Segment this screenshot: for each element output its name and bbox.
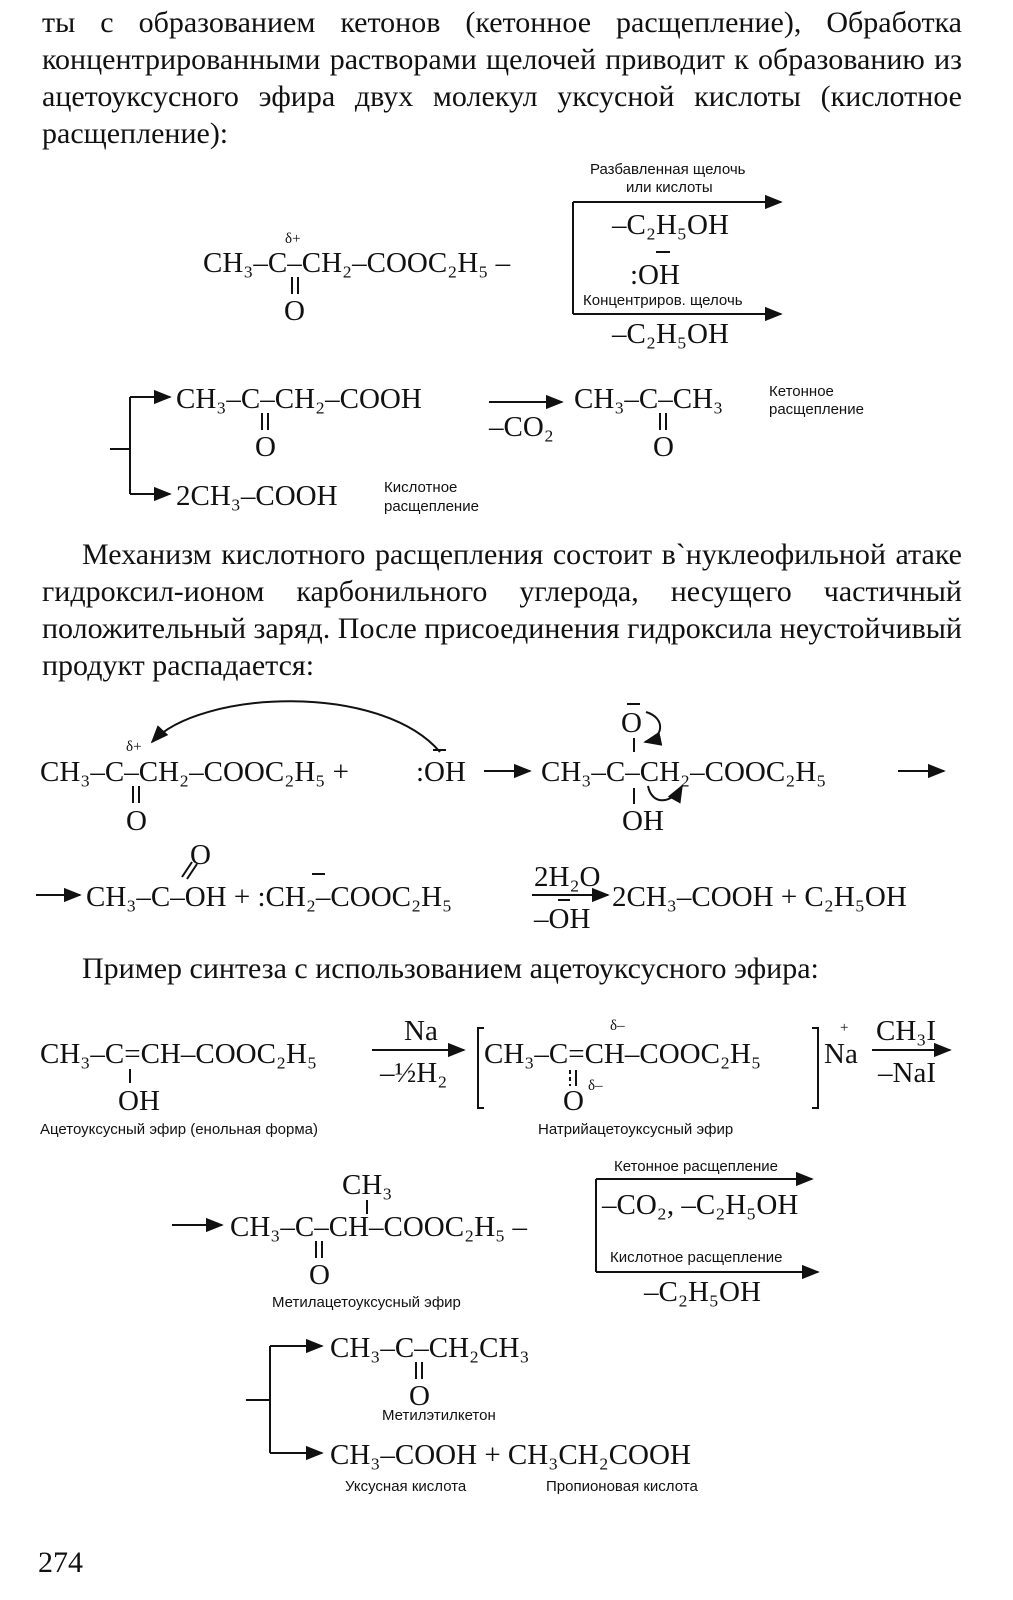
- two-acetic-acid: 2CH₃–COOH: [176, 480, 338, 512]
- methyl-substituent: CH₃: [342, 1169, 392, 1201]
- propionic-acid-caption: Пропионовая кислота: [546, 1478, 698, 1495]
- minus-sodium-iodide: –NaI: [877, 1057, 936, 1089]
- delta-minus-bottom: δ–: [588, 1078, 603, 1094]
- delta-plus-mech: δ+: [126, 739, 142, 755]
- scheme-cleavage: δ+ CH₃–C–CH₂–COOC₂H₅ – O Разбавленная ще…: [110, 161, 864, 515]
- acid-cleavage-label-2: расщепление: [384, 498, 479, 515]
- ketone-label: Кетонное: [769, 383, 834, 400]
- paragraph-intro: ты с образованием кетонов (кетонное расщ…: [42, 6, 962, 150]
- minus-co2: –CO₂: [488, 411, 554, 443]
- ester-formula: CH₃–C–CH₂–COOC₂H₅ –: [203, 247, 511, 279]
- mech-hydroxide: :OH: [416, 756, 466, 788]
- sodium-salt-formula: CH₃–C=CH–COOC₂H₅: [484, 1038, 761, 1070]
- hydroxide-formula: :OH: [630, 259, 680, 291]
- acid-double-2: [186, 863, 198, 880]
- paragraph-mechanism: Механизм кислотного расщепления состоит …: [42, 536, 962, 684]
- enol-caption: Ацетоуксусный эфир (енольная форма): [40, 1121, 318, 1138]
- methyl-ester-caption: Метилацетоуксусный эфир: [272, 1294, 461, 1311]
- ethanol-loss: –C₂H₅OH: [643, 1276, 761, 1308]
- mech-products-left: CH₃–C–OH + :CH₂–COOC₂H₅: [86, 881, 452, 913]
- paragraph-synthesis: Пример синтеза с использованием ацетоукс…: [42, 950, 962, 987]
- sodium-reagent: Na: [404, 1015, 438, 1047]
- int-oxide: O: [621, 707, 642, 739]
- paragraph-synthesis-text: Пример синтеза с использованием ацетоукс…: [82, 952, 819, 985]
- conc-label: Концентриров. щелочь: [583, 292, 743, 309]
- enol-formula: CH₃–C=CH–COOC₂H₅: [40, 1038, 317, 1070]
- acetic-acid-caption: Уксусная кислота: [345, 1478, 467, 1495]
- acetone-oxygen: O: [653, 431, 674, 463]
- ketone-label-2: расщепление: [769, 401, 864, 418]
- scheme-mechanism: δ+ CH₃–C–CH₂–COOC₂H₅ + O :OH O CH₃–C–CH₂…: [36, 700, 946, 935]
- delta-plus-label: δ+: [285, 231, 301, 247]
- right-square-bracket: [812, 1027, 819, 1109]
- methyl-oxygen: O: [309, 1259, 330, 1291]
- int-hydroxyl: OH: [622, 805, 664, 837]
- acetone-formula: CH₃–C–CH₃: [574, 383, 723, 415]
- co2-ethanol-loss: –CO₂, –C₂H₅OH: [601, 1189, 798, 1221]
- carbonyl-oxygen: O: [284, 295, 305, 327]
- acid-double-1: [181, 861, 193, 878]
- delta-minus-top: δ–: [610, 1018, 625, 1034]
- acid-oxo: O: [190, 839, 211, 871]
- product-bracket: [110, 396, 150, 495]
- acids-label: или кислоты: [626, 179, 713, 196]
- dilute-label: Разбавленная щелочь: [590, 161, 746, 178]
- acetoacetic-acid: CH₃–C–CH₂–COOH: [176, 383, 422, 415]
- mech-ester: CH₃–C–CH₂–COOC₂H₅ +: [40, 756, 349, 788]
- int-formula: CH₃–C–CH₂–COOC₂H₅: [541, 756, 826, 788]
- water-reagent: 2H₂O: [534, 861, 601, 893]
- left-square-bracket: [477, 1027, 484, 1109]
- enol-hydroxyl: OH: [118, 1085, 160, 1117]
- methyl-iodide: CH₃I: [876, 1015, 936, 1047]
- mech-oxygen: O: [126, 805, 147, 837]
- final-products: CH₃–COOH + CH₃CH₂COOH: [330, 1439, 691, 1471]
- final-bracket: [246, 1345, 292, 1454]
- minus-hydroxide: –OH: [533, 903, 590, 935]
- scheme-synthesis: CH₃–C=CH–COOC₂H₅ OH Ацетоуксусный эфир (…: [40, 1015, 952, 1495]
- int-electron-arrow: [643, 711, 663, 746]
- ketone-cleavage-label: Кетонное расщепление: [614, 1158, 778, 1175]
- mech-products-right: 2CH₃–COOH + C₂H₅OH: [612, 881, 907, 913]
- mek-caption: Метилэтилкетон: [382, 1407, 496, 1424]
- paragraph-mechanism-text: Механизм кислотного расщепления состоит …: [42, 538, 962, 682]
- sodium-cation: Na: [824, 1038, 858, 1070]
- salt-oxygen: O: [563, 1085, 584, 1117]
- acid-cleavage-label: Кислотное: [384, 479, 457, 496]
- attack-curved-arrow: [150, 700, 441, 753]
- page-number: 274: [38, 1546, 83, 1579]
- minus-half-hydrogen: –½H₂: [379, 1057, 447, 1089]
- methyl-ester-formula: CH₃–C–CH–COOC₂H₅ –: [230, 1211, 528, 1243]
- sodium-charge: +: [840, 1020, 848, 1036]
- int-cleavage-arrow: [647, 784, 683, 804]
- acid-cleavage-caption: Кислотное расщепление: [610, 1249, 782, 1266]
- mek-oxygen: O: [409, 1380, 430, 1412]
- ethanol-bottom: –C₂H₅OH: [611, 318, 729, 350]
- acid-oxygen: O: [255, 431, 276, 463]
- mek-formula: CH₃–C–CH₂CH₃: [330, 1332, 530, 1364]
- sodium-ester-caption: Натрийацетоуксусный эфир: [538, 1121, 733, 1138]
- ethanol-top: –C₂H₅OH: [611, 209, 729, 241]
